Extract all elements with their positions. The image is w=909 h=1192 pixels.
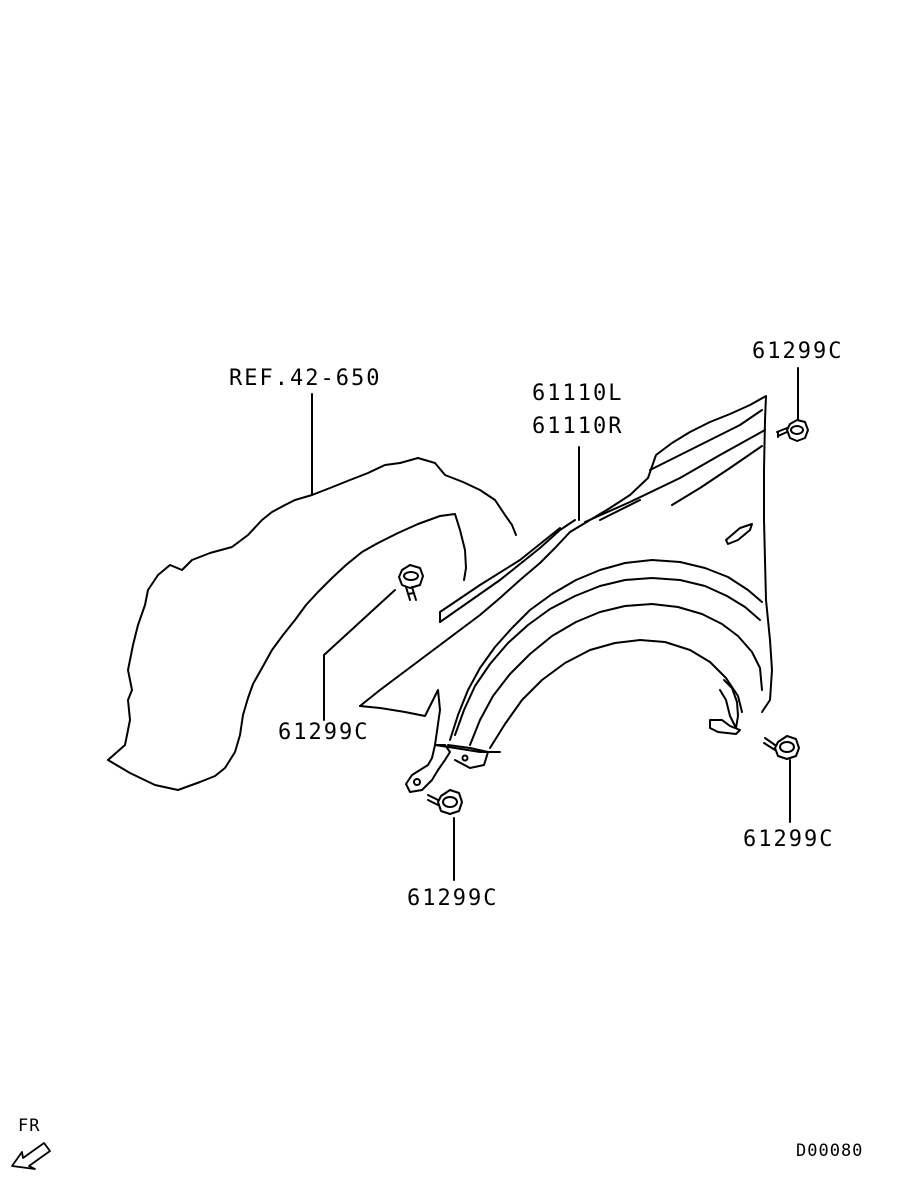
leader-lines bbox=[312, 368, 798, 880]
label-bolt-lower-front: 61299C bbox=[407, 886, 499, 911]
label-bolt-inner: 61299C bbox=[278, 720, 370, 745]
bolt-top-right bbox=[777, 420, 808, 441]
label-fender-left: 61110L bbox=[532, 381, 624, 406]
label-liner-ref: REF.42-650 bbox=[229, 366, 382, 391]
label-fender-right: 61110R bbox=[532, 414, 624, 439]
bolt-lower-front bbox=[428, 790, 462, 814]
front-direction-arrow bbox=[12, 1143, 50, 1169]
bolt-inner bbox=[399, 565, 423, 600]
front-fender bbox=[360, 396, 772, 792]
bolt-lower-rear bbox=[764, 736, 799, 759]
label-bolt-lower-rear: 61299C bbox=[743, 827, 835, 852]
drawing-id: D00080 bbox=[796, 1141, 864, 1161]
fender-liner bbox=[108, 458, 516, 790]
label-bolt-top-right: 61299C bbox=[752, 339, 844, 364]
front-direction-label: FR bbox=[18, 1116, 41, 1136]
